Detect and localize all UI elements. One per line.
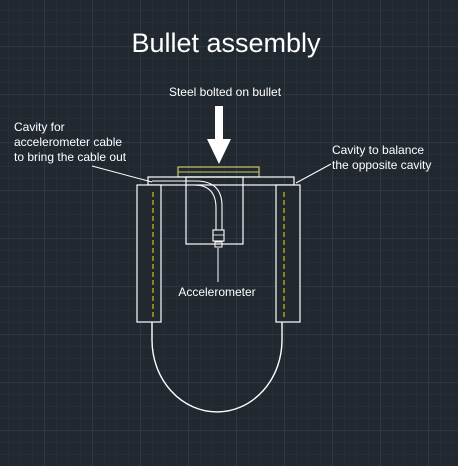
right-wall: [275, 184, 301, 323]
bullet-body-outline: [151, 185, 283, 413]
cable-channel-outer: [152, 180, 223, 230]
cavity-right-leader: [295, 163, 332, 184]
cable-channel-inner: [152, 184, 217, 230]
accelerometer-sensor: [212, 229, 225, 242]
diagram-title: Bullet assembly: [131, 28, 321, 58]
down-arrow-icon: [207, 106, 231, 164]
cavity-left-label-line2: accelerometer cable: [14, 135, 122, 149]
cavity-left-label-line3: to bring the cable out: [14, 150, 127, 164]
cavity-right-label-line2: the opposite cavity: [332, 158, 431, 172]
cavity-right-label-line1: Cavity to balance: [332, 143, 424, 157]
cavity-left-leader: [91, 165, 153, 183]
steel-label: Steel bolted on bullet: [169, 85, 282, 99]
left-wall: [136, 184, 162, 323]
sensor-base: [214, 241, 223, 248]
cavity-left-label-line1: Cavity for: [14, 120, 65, 134]
accelerometer-label: Accelerometer: [178, 285, 255, 299]
